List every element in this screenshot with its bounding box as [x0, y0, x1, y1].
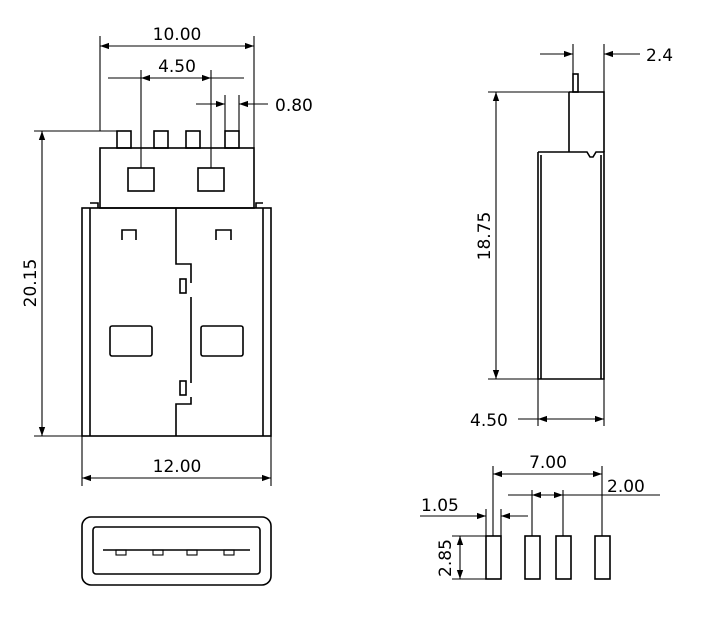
- shell-window-left: [109, 325, 153, 357]
- label-2-4: 2.4: [646, 46, 673, 66]
- label-4-50-side: 4.50: [470, 411, 508, 431]
- label-2-85: 2.85: [436, 539, 456, 577]
- front-shell: [81, 202, 272, 437]
- dim-side-height: 18.75: [475, 91, 569, 380]
- front-header-window-right: [197, 167, 225, 192]
- dim-footprint-pad-width: 1.05: [420, 496, 528, 536]
- dim-front-pin-pitch: 4.50: [108, 57, 244, 168]
- shell-clip-left: [121, 229, 137, 240]
- pad-4: [594, 535, 611, 580]
- label-12-00: 12.00: [153, 457, 202, 477]
- dim-footprint-span: 7.00: [492, 453, 603, 536]
- label-7-00: 7.00: [529, 453, 567, 473]
- label-1-05: 1.05: [421, 496, 459, 516]
- label-10-00: 10.00: [153, 25, 202, 45]
- label-2-00: 2.00: [607, 477, 645, 497]
- side-view: 2.4 18.75 4.50: [470, 44, 673, 431]
- dim-footprint-pitch: 2.00: [508, 477, 660, 536]
- front-view: 10.00 4.50 0.80 20.15: [21, 25, 313, 486]
- shell-clip-right: [215, 229, 232, 240]
- seam-slot-top: [179, 278, 187, 294]
- front-pins: [116, 130, 240, 149]
- end-view: [81, 516, 272, 586]
- end-view-contacts: [115, 549, 235, 556]
- front-header-block: [99, 147, 255, 209]
- dim-front-body-width: 12.00: [81, 436, 272, 486]
- dim-side-depth: 4.50: [470, 379, 605, 431]
- side-pin: [572, 73, 579, 93]
- label-20-15: 20.15: [21, 259, 41, 308]
- pad-1: [485, 535, 502, 580]
- pad-2: [524, 535, 541, 580]
- dim-side-pin-thickness: 2.4: [540, 44, 673, 92]
- front-header-window-left: [127, 167, 155, 192]
- label-4-50-front: 4.50: [158, 57, 196, 77]
- label-18-75: 18.75: [475, 212, 495, 261]
- dim-front-width-top: 10.00: [99, 25, 255, 148]
- footprint-pads: [485, 535, 611, 580]
- dim-footprint-pad-height: 2.85: [436, 535, 486, 580]
- pad-3: [555, 535, 572, 580]
- dim-front-pin-width: 0.80: [196, 95, 313, 131]
- seam-slot-bottom: [179, 380, 187, 396]
- label-0-80: 0.80: [275, 96, 313, 116]
- dim-front-height: 20.15: [21, 130, 117, 437]
- footprint: 7.00 2.00 1.05 2.85: [420, 453, 660, 580]
- shell-window-right: [200, 325, 244, 357]
